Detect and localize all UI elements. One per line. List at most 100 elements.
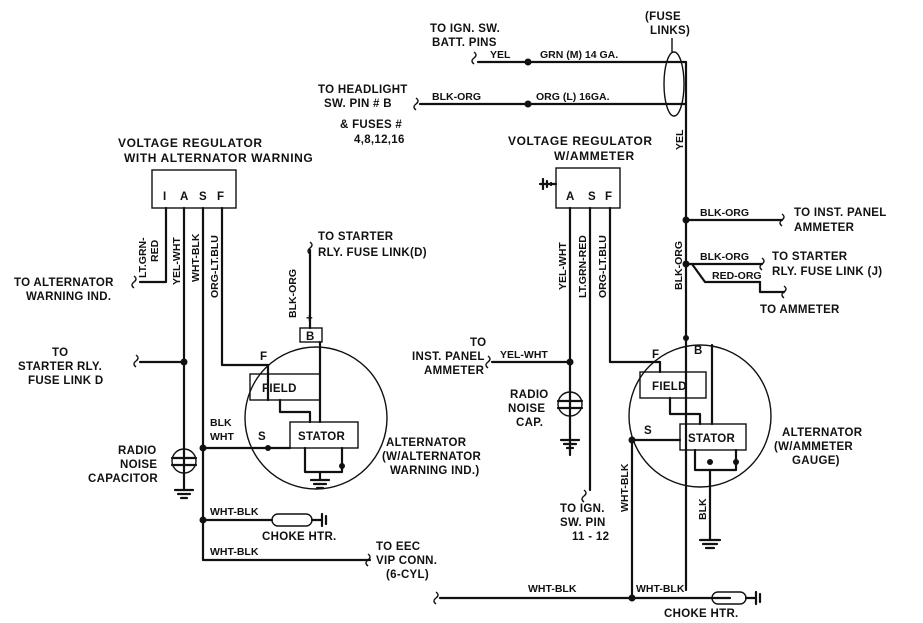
left-eec-2: VIP CONN. (376, 555, 437, 567)
left-wire-f (220, 206, 270, 367)
right-blk-org-2: BLK-ORG (700, 207, 749, 219)
right-inst-junction (566, 358, 574, 366)
right-terminal-a: A (566, 191, 575, 203)
left-break-mark-1 (131, 275, 137, 289)
left-wire-s (201, 206, 372, 562)
left-radio-cap-1: RADIO (118, 445, 157, 457)
left-to-alt-warning-1: TO ALTERNATOR (14, 277, 114, 289)
left-wht-blk-1: WHT-BLK (210, 506, 259, 518)
right-alt-label-2: (W/AMMETER (774, 441, 853, 453)
right-field-box (639, 371, 707, 399)
left-stator-label: STATOR (298, 431, 346, 443)
left-wht-blk-2: WHT-BLK (210, 546, 259, 558)
left-field-stator-link (278, 398, 312, 424)
left-blk-label: BLK (210, 417, 232, 429)
left-wire-label-yelwht: YEL-WHT (171, 237, 183, 285)
left-choke-ground (310, 512, 328, 528)
left-term-s: S (258, 431, 266, 443)
left-alt-label-2: (W/ALTERNATOR (382, 451, 481, 463)
right-regulator-title-2: W/AMMETER (554, 149, 635, 163)
left-stator-box (289, 421, 359, 449)
right-starter-2: RLY. FUSE LINK (J) (772, 266, 882, 278)
right-grn-dot (524, 58, 532, 66)
left-stator-dot (339, 463, 345, 469)
left-break-mark-3 (307, 241, 313, 255)
right-to-inst-2: INST. PANEL (412, 351, 485, 363)
left-eec-1: TO EEC (376, 541, 420, 553)
fuse-link-enclosure (663, 51, 685, 117)
left-terminal-a: A (180, 191, 189, 203)
left-junction-1 (180, 358, 188, 366)
right-to-ign-1: TO IGN. (560, 503, 605, 515)
right-break-mark-6 (759, 257, 765, 271)
left-eec-3: (6-CYL) (386, 569, 429, 581)
left-wire-label-ltgrnred: LT.GRN- (137, 237, 149, 278)
left-capacitor-circle (171, 448, 197, 474)
right-alternator-circle (628, 344, 772, 488)
left-terminal-i: I (163, 191, 167, 203)
right-inst-panel-1: TO INST. PANEL (794, 207, 887, 219)
left-break-mark-2 (133, 354, 139, 368)
left-s-dot (265, 445, 271, 451)
left-wire-i (138, 206, 168, 284)
left-to-starter-1: TO (52, 347, 68, 359)
right-stator-bottom (693, 448, 738, 472)
right-term-f: F (652, 349, 659, 361)
left-terminal-s: S (199, 191, 207, 203)
left-ground-1 (173, 488, 195, 500)
left-alternator-circle (244, 346, 388, 490)
left-break-mark-4 (365, 553, 371, 567)
left-term-f: F (260, 351, 267, 363)
right-field-label: FIELD (652, 381, 687, 393)
left-wire-label-ltgrnred-2: RED (149, 239, 161, 262)
right-blk-org-3: BLK-ORG (700, 251, 749, 263)
left-alt-label-3: WARNING IND.) (390, 465, 480, 477)
right-radio-1: RADIO (510, 389, 549, 401)
fuse-links-1: (FUSE (645, 11, 681, 23)
right-break-mark-8 (433, 591, 439, 605)
right-wire-orgltblu: ORG-LT.BLU (597, 235, 609, 298)
left-alt-label-1: ALTERNATOR (386, 437, 467, 449)
left-to-starter-2: STARTER RLY. (18, 361, 102, 373)
right-yel-2: YEL (674, 129, 686, 150)
right-break-mark-7 (781, 285, 787, 299)
left-junction-s (199, 444, 207, 452)
left-capacitor-plates (170, 456, 198, 467)
to-headlight-2: SW. PIN # B (324, 98, 392, 110)
left-regulator-box (151, 169, 237, 209)
right-reg-ground (538, 177, 558, 191)
right-capacitor-plates (556, 399, 584, 410)
to-headlight-1: TO HEADLIGHT (318, 84, 408, 96)
right-blk-label: BLK (697, 498, 709, 520)
right-to-ammeter: TO AMMETER (760, 304, 840, 316)
right-capacitor-circle (557, 391, 583, 417)
right-term-s: S (644, 425, 652, 437)
left-term-b: B (306, 331, 315, 343)
right-alt-label-1: ALTERNATOR (782, 427, 863, 439)
right-wht-blk-1: WHT-BLK (619, 463, 631, 512)
left-regulator-title-1: VOLTAGE REGULATOR (118, 136, 263, 150)
left-choke-label: CHOKE HTR. (262, 531, 337, 543)
right-stator-label: STATOR (688, 433, 736, 445)
left-wire-label-whtblk: WHT-BLK (190, 233, 202, 282)
right-wire-f (608, 206, 662, 364)
right-red-org-wire (690, 262, 762, 284)
right-wht-blk-2: WHT-BLK (528, 583, 577, 595)
left-to-starter-d-1: TO STARTER (318, 231, 394, 243)
right-terminal-f: F (605, 191, 612, 203)
left-to-starter-3: FUSE LINK D (28, 375, 104, 387)
left-choke-junction (199, 516, 207, 524)
left-wire-label-orgltblu: ORG-LT.BLU (209, 235, 221, 298)
right-alt-ground (698, 538, 722, 550)
left-radio-cap-3: CAPACITOR (88, 473, 158, 485)
right-inst-panel-2: AMMETER (794, 222, 855, 234)
to-ign-sw-2: BATT. PINS (432, 37, 497, 49)
right-org-label: ORG (L) 16GA. (536, 91, 610, 103)
right-break-mark-4 (581, 489, 587, 503)
right-term-b: B (694, 345, 703, 357)
left-wht-label: WHT (210, 431, 234, 443)
right-radio-2: NOISE (508, 403, 545, 415)
right-alt-label-3: GAUGE) (792, 455, 840, 467)
left-regulator-title-2: WITH ALTERNATOR WARNING (124, 151, 313, 165)
left-to-starter-d-2: RLY. FUSE LINK(D) (318, 247, 427, 259)
